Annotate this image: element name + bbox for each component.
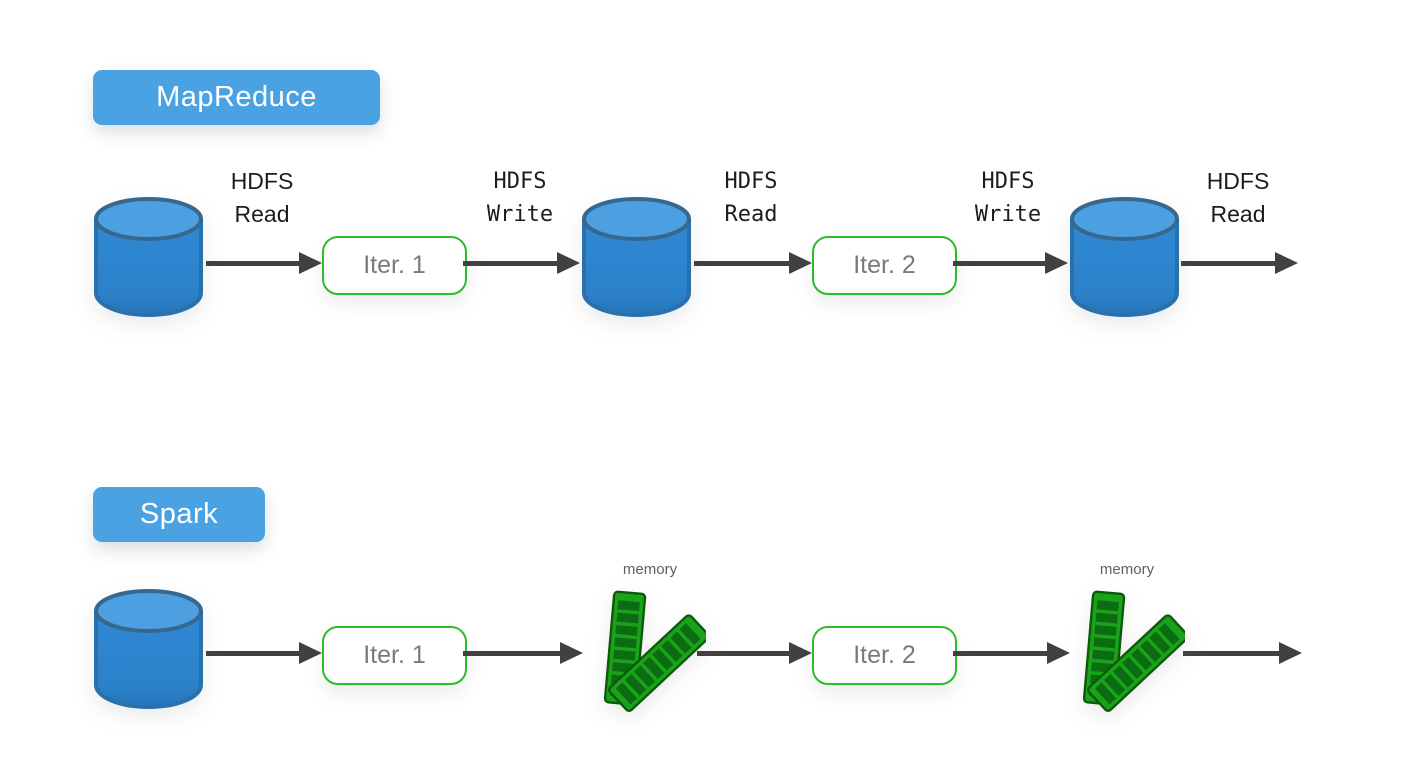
- database-cylinder-icon: [94, 589, 203, 709]
- database-cylinder-icon: [94, 197, 203, 317]
- arrow-shaft: [697, 650, 792, 656]
- hdfs-label-line1: HDFS: [981, 169, 1035, 194]
- flow-arrow: [463, 642, 583, 664]
- flow-arrow: [1183, 642, 1302, 664]
- flow-arrow: [953, 252, 1068, 274]
- arrow-head: [789, 252, 812, 274]
- flow-arrow: [697, 642, 812, 664]
- database-cylinder-icon: [1070, 197, 1179, 317]
- arrow-head: [1275, 252, 1298, 274]
- arrow-shaft: [463, 650, 563, 656]
- database-cylinder-icon: [582, 197, 691, 317]
- mapreduce-badge: MapReduce: [93, 70, 380, 125]
- hdfs-label-line2: Write: [486, 202, 554, 227]
- arrow-head: [560, 642, 583, 664]
- flow-arrow: [694, 252, 812, 274]
- hdfs-label-line2: Read: [234, 201, 290, 227]
- hdfs-read-label: HDFS Read: [192, 165, 332, 231]
- hdfs-read-label: HDFS Read: [681, 165, 821, 231]
- flow-arrow: [1181, 252, 1298, 274]
- hdfs-label-line1: HDFS: [230, 168, 294, 194]
- arrow-shaft: [463, 260, 560, 266]
- arrow-shaft: [206, 260, 302, 266]
- flow-arrow: [953, 642, 1070, 664]
- arrow-head: [299, 252, 322, 274]
- hdfs-label-line1: HDFS: [724, 169, 778, 194]
- hdfs-write-label: HDFS Write: [450, 165, 590, 231]
- arrow-head: [1047, 642, 1070, 664]
- hdfs-write-label: HDFS Write: [938, 165, 1078, 231]
- arrow-shaft: [953, 650, 1050, 656]
- arrow-shaft: [1183, 650, 1282, 656]
- iteration-box-1: Iter. 1: [322, 626, 467, 685]
- iteration-box-1: Iter. 1: [322, 236, 467, 295]
- flow-arrow: [206, 252, 322, 274]
- arrow-shaft: [953, 260, 1048, 266]
- arrow-head: [299, 642, 322, 664]
- arrow-head: [1045, 252, 1068, 274]
- flow-arrow: [206, 642, 322, 664]
- iteration-box-2: Iter. 2: [812, 236, 957, 295]
- spark-badge: Spark: [93, 487, 265, 542]
- arrow-head: [557, 252, 580, 274]
- flow-arrow: [463, 252, 580, 274]
- hdfs-label-line2: Read: [1210, 201, 1266, 227]
- arrow-shaft: [694, 260, 792, 266]
- hdfs-label-line1: HDFS: [493, 169, 547, 194]
- arrow-shaft: [1181, 260, 1278, 266]
- memory-ram-icon: [593, 586, 706, 713]
- iteration-box-2: Iter. 2: [812, 626, 957, 685]
- hdfs-label-line1: HDFS: [1206, 168, 1270, 194]
- memory-label: memory: [1099, 561, 1155, 578]
- arrow-shaft: [206, 650, 302, 656]
- memory-ram-icon: [1072, 586, 1185, 713]
- arrow-head: [1279, 642, 1302, 664]
- arrow-head: [789, 642, 812, 664]
- memory-label: memory: [622, 561, 678, 578]
- hdfs-read-label: HDFS Read: [1168, 165, 1308, 231]
- hdfs-label-line2: Read: [724, 202, 778, 227]
- hdfs-label-line2: Write: [974, 202, 1042, 227]
